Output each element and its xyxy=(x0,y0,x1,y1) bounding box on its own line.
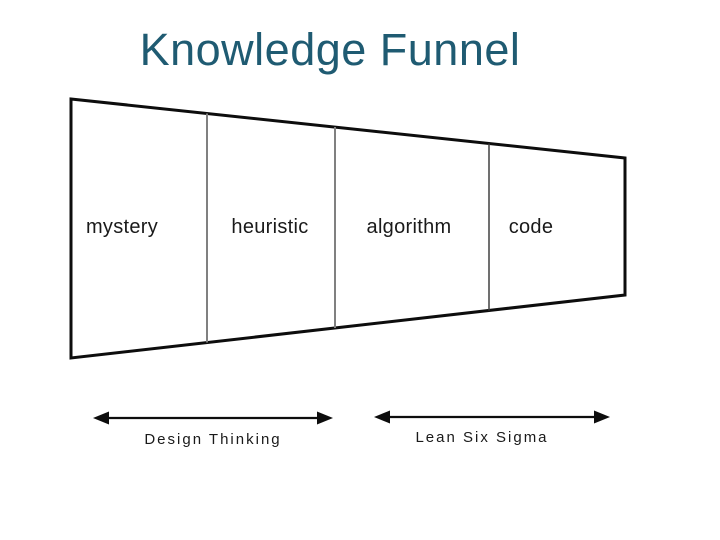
arrowhead-right-icon xyxy=(317,411,333,425)
arrowhead-right-icon xyxy=(594,410,610,424)
stage-label-code: code xyxy=(508,216,554,238)
stage-label-algorithm: algorithm xyxy=(366,216,452,238)
arrowhead-left-icon xyxy=(93,411,109,425)
funnel-outline xyxy=(69,97,627,360)
lean-six-sigma-arrow xyxy=(374,410,610,424)
arrowhead-left-icon xyxy=(374,410,390,424)
range-label-lean-six-sigma: Lean Six Sigma xyxy=(415,429,549,446)
stage-label-mystery: mystery xyxy=(85,216,159,238)
slide-title: Knowledge Funnel xyxy=(139,24,521,75)
design-thinking-arrow xyxy=(93,411,333,425)
range-label-design-thinking: Design Thinking xyxy=(144,431,282,448)
stage-label-heuristic: heuristic xyxy=(231,216,309,238)
